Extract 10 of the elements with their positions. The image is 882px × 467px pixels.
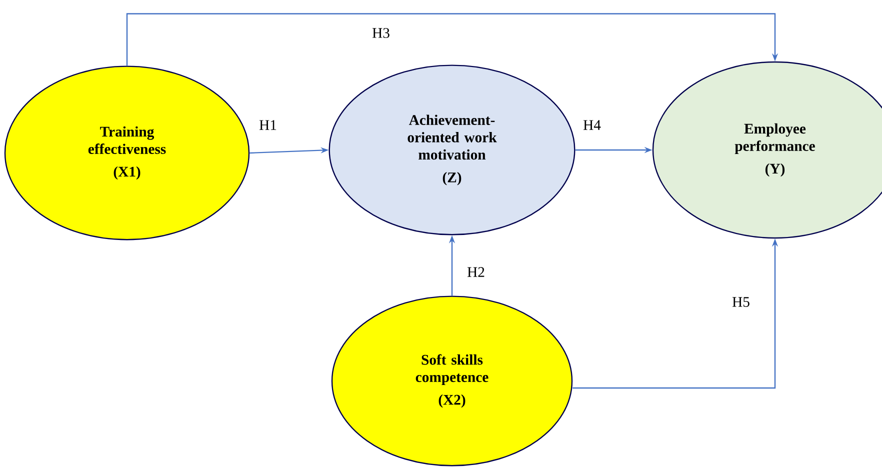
arrow [126, 13, 778, 66]
ellipse-node: Training effectiveness (X1) [4, 66, 250, 240]
ellipse-node: Employee performance (Y) [652, 61, 882, 239]
edge-label: H5 [730, 296, 752, 308]
ellipse-node: Achievement-oriented work motivation (Z) [328, 64, 576, 236]
edge-label: H3 [370, 26, 392, 40]
ellipse-node: Soft skills competence (X2) [331, 296, 573, 466]
edge-label: H1 [258, 118, 278, 132]
edge-label: H4 [582, 118, 602, 132]
edge-label: H2 [466, 266, 486, 278]
